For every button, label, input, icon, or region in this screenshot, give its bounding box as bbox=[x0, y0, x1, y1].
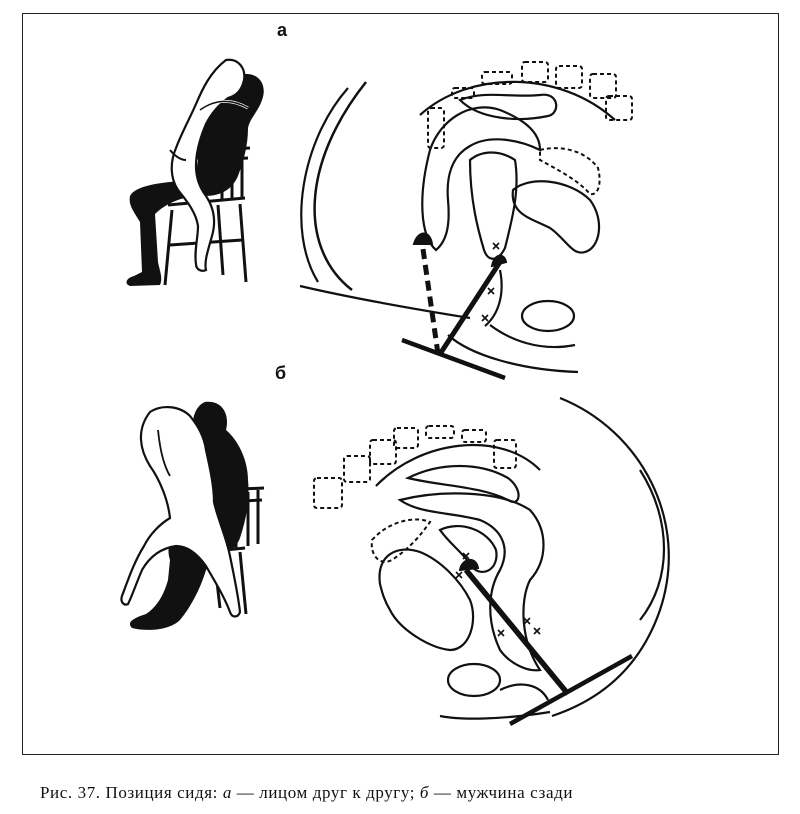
illustration-couple-face-to-face bbox=[126, 58, 264, 286]
caption-text-a: — лицом друг к другу; bbox=[231, 783, 420, 802]
illustration-man-behind bbox=[120, 401, 265, 630]
caption-letter-b: б bbox=[419, 783, 430, 802]
woman-outline-b bbox=[120, 406, 242, 618]
figure-frame bbox=[22, 13, 779, 755]
woman-outline-a bbox=[170, 58, 246, 272]
caption-prefix: Рис. 37. Позиция сидя: bbox=[40, 783, 223, 802]
panel-label-b: б bbox=[275, 363, 287, 383]
cross-section-diagram-b bbox=[313, 396, 670, 726]
figure-caption: Рис. 37. Позиция сидя: а — лицом друг к … bbox=[40, 783, 573, 803]
panel-label-a: а bbox=[277, 20, 288, 40]
caption-letter-a: а bbox=[222, 783, 232, 802]
man-silhouette-b bbox=[129, 401, 249, 630]
cross-section-diagram-a bbox=[299, 61, 633, 381]
caption-text-b: — мужчина сзади bbox=[429, 783, 574, 802]
